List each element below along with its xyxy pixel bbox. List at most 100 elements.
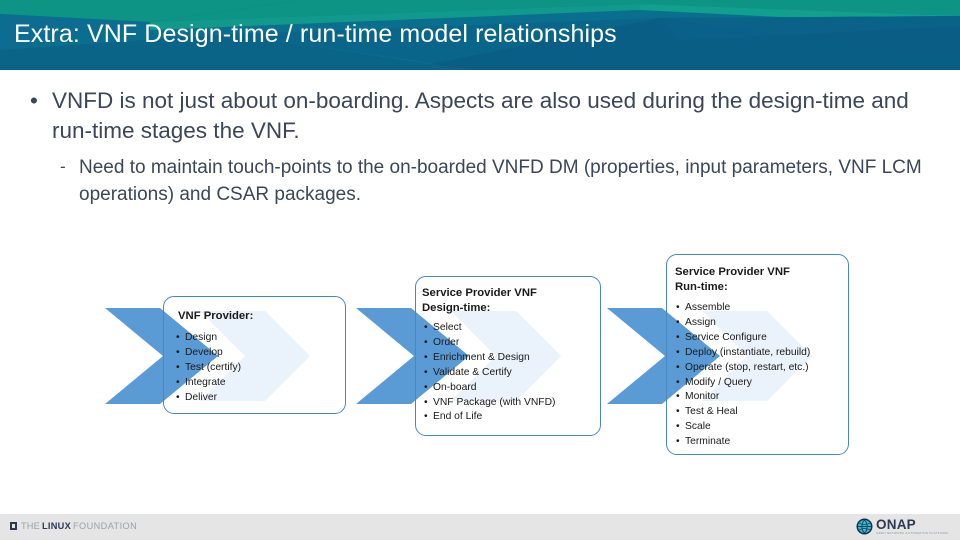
onap-name-label: ONAP xyxy=(876,517,916,532)
bullet-dot-icon: • xyxy=(424,322,428,333)
list-item-label: Assemble xyxy=(685,302,731,313)
bullet-dot-icon: • xyxy=(676,346,680,358)
bullet-dot-icon: • xyxy=(176,376,180,388)
inner-chevron-3 xyxy=(702,311,812,401)
list-item-label: Service Configure xyxy=(685,331,767,343)
bullet-level-1-text: VNFD is not just about on-boarding. Aspe… xyxy=(52,88,909,143)
list-item-label: Assign xyxy=(685,316,716,328)
inner-chevron-1 xyxy=(200,311,310,401)
list-item-label: On-board xyxy=(433,381,477,393)
onap-globe-icon xyxy=(856,518,873,535)
bullet-dot-icon: • xyxy=(676,421,680,433)
list-item-label: Test (certify) xyxy=(185,361,242,373)
bullet-dot-icon: • xyxy=(424,381,428,393)
page-title: Extra: VNF Design-time / run-time model … xyxy=(14,20,617,48)
stage-list-design-time: • Select • Order • Enrichment & Design • Val… xyxy=(424,321,555,425)
list-item: • Deploy (instantiate, rebuild) xyxy=(676,346,810,361)
bullet-dot-icon: • xyxy=(676,316,680,328)
list-item-label: Scale xyxy=(685,421,711,433)
slide-header-banner: Extra: VNF Design-time / run-time model … xyxy=(0,0,960,70)
bullet-dot-icon: • xyxy=(676,331,680,343)
list-item: • Develop xyxy=(176,346,241,361)
list-item: • Enrichment & Design xyxy=(424,351,555,366)
bullet-level-2: - Need to maintain touch-points to the o… xyxy=(0,154,940,208)
stage-box-vnf-provider[interactable] xyxy=(163,296,346,414)
list-item: • Monitor xyxy=(676,390,810,405)
lf-foundation-label: FOUNDATION xyxy=(73,521,138,531)
list-item: • Test & Heal xyxy=(676,405,810,420)
bullet-level-1: • VNFD is not just about on-boarding. As… xyxy=(0,86,940,146)
list-item: • Design xyxy=(176,331,241,346)
linux-foundation-logo: THE LINUX FOUNDATION xyxy=(10,521,137,531)
header-geometric-pattern xyxy=(0,0,960,70)
list-item: • Validate & Certify xyxy=(424,366,555,381)
list-item: • Order xyxy=(424,336,555,351)
list-item: • Test (certify) xyxy=(176,361,241,376)
bullet-level-2-text: Need to maintain touch-points to the on-… xyxy=(79,157,922,205)
bullet-dot-icon: • xyxy=(176,332,180,343)
list-item-label: Integrate xyxy=(185,376,226,388)
chevron-arrow-2 xyxy=(356,308,469,404)
stage-list-vnf-provider: • Design • Develop • Test (certify) • Integr… xyxy=(176,331,241,406)
list-item: • Assign xyxy=(676,316,810,331)
chevron-arrows-layer xyxy=(105,308,812,404)
list-item-label: Order xyxy=(433,336,460,348)
list-item: • Deliver xyxy=(176,391,241,406)
list-item-label: Validate & Certify xyxy=(433,366,512,378)
inner-chevron-2 xyxy=(451,311,561,401)
bullet-dot-icon: • xyxy=(176,346,180,358)
stage-title-run-time: Service Provider VNF Run-time: xyxy=(675,266,790,293)
list-item-label: Develop xyxy=(185,346,223,358)
list-item-label: Modify / Query xyxy=(685,376,752,388)
bullet-dot-icon: • xyxy=(424,351,428,363)
bullet-marker-icon: • xyxy=(30,88,38,113)
list-item: • Operate (stop, restart, etc.) xyxy=(676,361,810,376)
list-item-label: Test & Heal xyxy=(685,406,738,418)
stage-list-run-time: • Assemble • Assign • Service Configure • De… xyxy=(676,301,810,450)
list-item: • Service Configure xyxy=(676,331,810,346)
bullet-dot-icon: • xyxy=(424,336,428,348)
bullet-dot-icon: • xyxy=(676,376,680,388)
list-item: • Select xyxy=(424,321,555,336)
list-item: • Assemble xyxy=(676,301,810,316)
onap-logo: ONAP OPEN NETWORK AUTOMATION PLATFORM xyxy=(856,518,948,535)
list-item: •VNF Package (with VNFD) xyxy=(424,396,555,411)
list-item-label: Deliver xyxy=(185,391,218,403)
list-item-label: End of Life xyxy=(433,411,483,423)
stage-box-design-time[interactable] xyxy=(415,276,601,436)
dash-marker-icon: - xyxy=(60,157,66,176)
list-item-label: Select xyxy=(433,322,462,333)
list-item: • End of Life xyxy=(424,410,555,425)
list-item: • Modify / Query xyxy=(676,376,810,391)
list-item-label: Terminate xyxy=(685,436,731,448)
list-item-label: Design xyxy=(185,332,218,343)
lf-linux-label: LINUX xyxy=(41,521,72,531)
bullet-dot-icon: • xyxy=(424,366,428,378)
onap-tagline-label: OPEN NETWORK AUTOMATION PLATFORM xyxy=(876,531,948,535)
list-item-label: Monitor xyxy=(685,391,720,403)
bullet-dot-icon: • xyxy=(676,361,680,373)
chevron-arrow-1 xyxy=(105,308,218,404)
bullet-dot-icon: • xyxy=(424,396,428,408)
stage-title-design-time: Service Provider VNF Design-time: xyxy=(422,287,537,314)
list-item: • Terminate xyxy=(676,435,810,450)
bullet-dot-icon: • xyxy=(676,391,680,403)
list-item-label: Operate (stop, restart, etc.) xyxy=(685,361,809,373)
linux-foundation-mark-icon xyxy=(10,522,17,530)
slide-body: • VNFD is not just about on-boarding. As… xyxy=(0,86,940,208)
bullet-dot-icon: • xyxy=(676,406,680,418)
bullet-dot-icon: • xyxy=(676,436,680,448)
footer-band xyxy=(0,514,960,540)
bullet-dot-icon: • xyxy=(676,302,680,313)
lf-the-label: THE xyxy=(21,521,40,531)
bullet-dot-icon: • xyxy=(424,411,428,423)
stage-title-vnf-provider: VNF Provider: xyxy=(178,310,254,322)
bullet-dot-icon: • xyxy=(176,361,180,373)
chevron-arrow-3 xyxy=(607,308,720,404)
list-item-label: Enrichment & Design xyxy=(433,351,530,363)
list-item: • On-board xyxy=(424,381,555,396)
process-flow-diagram: VNF Provider: • Design • Develop • Test (ce… xyxy=(0,243,960,493)
list-item-label: Deploy (instantiate, rebuild) xyxy=(685,346,811,358)
stage-box-run-time[interactable] xyxy=(666,254,849,455)
bullet-dot-icon: • xyxy=(176,391,180,403)
